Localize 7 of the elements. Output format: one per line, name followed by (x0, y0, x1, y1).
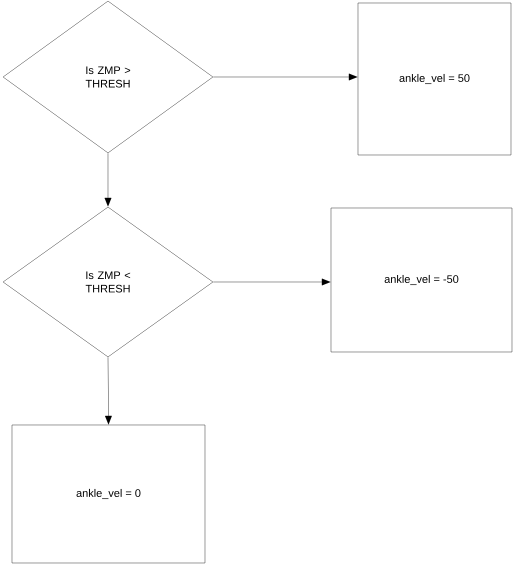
arrow (104, 153, 112, 206)
process-box: ankle_vel = -50 (330, 208, 512, 352)
process-box: ankle_vel = 0 (12, 424, 206, 564)
arrow (213, 278, 330, 286)
process-box: ankle_vel = 50 (358, 2, 512, 156)
arrow (213, 74, 358, 80)
arrow (104, 357, 112, 424)
